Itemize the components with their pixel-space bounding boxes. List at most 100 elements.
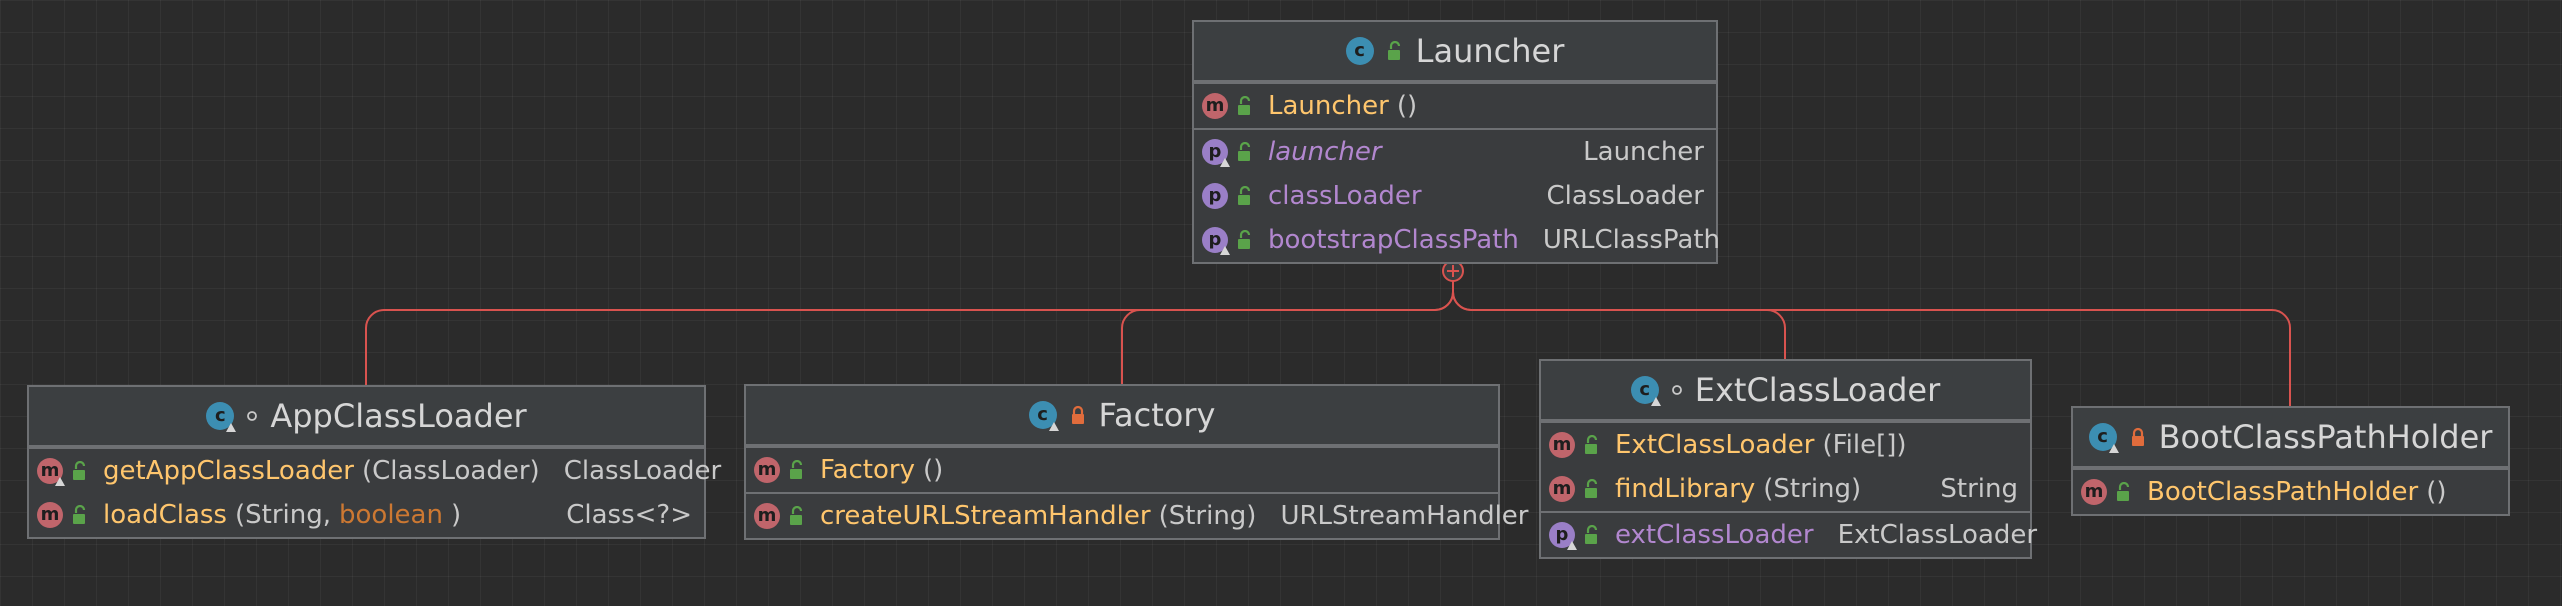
public-icon bbox=[788, 460, 806, 480]
member-row[interactable]: p extClassLoader ExtClassLoader bbox=[1541, 513, 2037, 557]
public-icon bbox=[71, 461, 89, 481]
nested-class-anchor-icon bbox=[1442, 260, 1464, 282]
property-icon: p bbox=[1202, 139, 1228, 165]
field-type: Launcher bbox=[1583, 137, 1704, 167]
class-app-class-loader[interactable]: c AppClassLoader m getAppClassLoader(Cla… bbox=[27, 385, 721, 539]
method-name: loadClass bbox=[103, 500, 227, 530]
fields-section: p launcher Launcher p classLoader ClassL… bbox=[1194, 128, 1720, 262]
public-icon bbox=[1583, 479, 1601, 499]
method-params-close: ) bbox=[450, 500, 462, 530]
public-icon bbox=[1583, 435, 1601, 455]
method-icon: m bbox=[37, 458, 63, 484]
static-icon bbox=[53, 474, 67, 488]
public-icon bbox=[1386, 41, 1404, 61]
static-icon bbox=[2107, 441, 2121, 455]
class-header: c Factory bbox=[746, 386, 1498, 446]
class-ext-class-loader[interactable]: c ExtClassLoader m ExtClassLoader(File[]… bbox=[1539, 359, 2037, 559]
method-params: () bbox=[1396, 91, 1418, 121]
member-row[interactable]: p launcher Launcher bbox=[1194, 130, 1716, 174]
static-icon bbox=[1047, 419, 1061, 433]
fields-section: p extClassLoader ExtClassLoader bbox=[1541, 511, 2037, 557]
method-params: (String) bbox=[1158, 501, 1257, 531]
static-icon bbox=[1218, 155, 1232, 169]
static-icon bbox=[224, 420, 238, 434]
class-title: Factory bbox=[1098, 396, 1216, 434]
public-icon bbox=[1236, 230, 1254, 250]
class-header: c BootClassPathHolder bbox=[2073, 408, 2508, 468]
member-row[interactable]: m loadClass(String, boolean) Class<?> bbox=[29, 493, 704, 537]
connector-factory bbox=[1121, 272, 1454, 385]
class-icon: c bbox=[1028, 401, 1057, 429]
class-icon: c bbox=[2088, 423, 2117, 451]
static-icon bbox=[1565, 538, 1579, 552]
method-name: getAppClassLoader bbox=[103, 456, 354, 486]
method-name: findLibrary bbox=[1615, 474, 1756, 504]
member-row[interactable]: p bootstrapClassPath URLClassPath bbox=[1194, 218, 1720, 262]
method-name: Factory bbox=[820, 455, 915, 485]
method-params: () bbox=[922, 455, 944, 485]
class-header: c AppClassLoader bbox=[29, 387, 704, 447]
return-type: URLStreamHandler bbox=[1280, 501, 1529, 531]
constructors-section: m BootClassPathHolder() bbox=[2073, 468, 2508, 514]
class-header: c Launcher bbox=[1194, 22, 1716, 82]
field-name: bootstrapClassPath bbox=[1268, 225, 1519, 255]
class-icon: c bbox=[1345, 37, 1374, 65]
member-row[interactable]: p classLoader ClassLoader bbox=[1194, 174, 1716, 218]
static-icon bbox=[1649, 394, 1663, 408]
property-icon: p bbox=[1202, 183, 1228, 209]
member-row[interactable]: m getAppClassLoader(ClassLoader) ClassLo… bbox=[29, 449, 721, 493]
member-row[interactable]: m BootClassPathHolder() bbox=[2073, 470, 2508, 514]
class-icon: c bbox=[206, 402, 234, 430]
public-icon bbox=[788, 506, 806, 526]
method-params: (File[]) bbox=[1822, 430, 1907, 460]
class-title: Launcher bbox=[1415, 32, 1565, 70]
member-row[interactable]: m ExtClassLoader(File[]) bbox=[1541, 423, 2030, 467]
method-name: ExtClassLoader bbox=[1615, 430, 1815, 460]
class-title: AppClassLoader bbox=[270, 397, 527, 435]
return-type: String bbox=[1940, 474, 2018, 504]
public-icon bbox=[1583, 525, 1601, 545]
method-icon: m bbox=[754, 457, 780, 483]
class-factory[interactable]: c Factory m Factory() m createURLStreamH… bbox=[744, 384, 1528, 540]
public-icon bbox=[71, 505, 89, 525]
class-title: BootClassPathHolder bbox=[2158, 418, 2493, 456]
connector-ext-class-loader bbox=[1452, 272, 1786, 360]
class-title: ExtClassLoader bbox=[1694, 371, 1941, 409]
method-params: (ClassLoader) bbox=[361, 456, 540, 486]
static-icon bbox=[1218, 243, 1232, 257]
member-row[interactable]: m Factory() bbox=[746, 448, 1498, 492]
constructors-section: m Launcher() bbox=[1194, 82, 1716, 128]
method-icon: m bbox=[37, 502, 63, 528]
public-icon bbox=[1236, 186, 1254, 206]
public-icon bbox=[1236, 142, 1254, 162]
field-type: ExtClassLoader bbox=[1837, 520, 2038, 550]
package-private-icon bbox=[246, 410, 258, 422]
field-type: URLClassPath bbox=[1542, 225, 1721, 255]
method-icon: m bbox=[1202, 93, 1228, 119]
method-params: () bbox=[2426, 477, 2447, 507]
return-type: Class<?> bbox=[566, 500, 692, 530]
method-icon: m bbox=[754, 503, 780, 529]
class-boot-class-path-holder[interactable]: c BootClassPathHolder m BootClassPathHol… bbox=[2071, 406, 2510, 516]
methods-section: m ExtClassLoader(File[]) m findLibrary(S… bbox=[1541, 421, 2030, 511]
property-icon: p bbox=[1202, 227, 1228, 253]
method-name: BootClassPathHolder bbox=[2147, 477, 2419, 507]
class-launcher[interactable]: c Launcher m Launcher() p launcher Launc… bbox=[1192, 20, 1720, 264]
private-lock-icon bbox=[1069, 405, 1087, 425]
class-icon: c bbox=[1630, 376, 1659, 404]
method-name: Launcher bbox=[1268, 91, 1389, 121]
field-type: ClassLoader bbox=[1546, 181, 1704, 211]
param-keyword: boolean bbox=[339, 500, 443, 530]
field-name: extClassLoader bbox=[1615, 520, 1814, 550]
member-row[interactable]: m Launcher() bbox=[1194, 84, 1716, 128]
method-icon: m bbox=[2081, 479, 2107, 505]
connector-app-class-loader bbox=[365, 272, 1454, 386]
method-params-open: (String, bbox=[234, 500, 331, 530]
member-row[interactable]: m createURLStreamHandler(String) URLStre… bbox=[746, 494, 1528, 538]
field-name: launcher bbox=[1268, 137, 1382, 167]
public-icon bbox=[1236, 96, 1254, 116]
member-row[interactable]: m findLibrary(String) String bbox=[1541, 467, 2030, 511]
property-icon: p bbox=[1549, 522, 1575, 548]
constructors-section: m Factory() bbox=[746, 446, 1498, 492]
field-name: classLoader bbox=[1268, 181, 1422, 211]
